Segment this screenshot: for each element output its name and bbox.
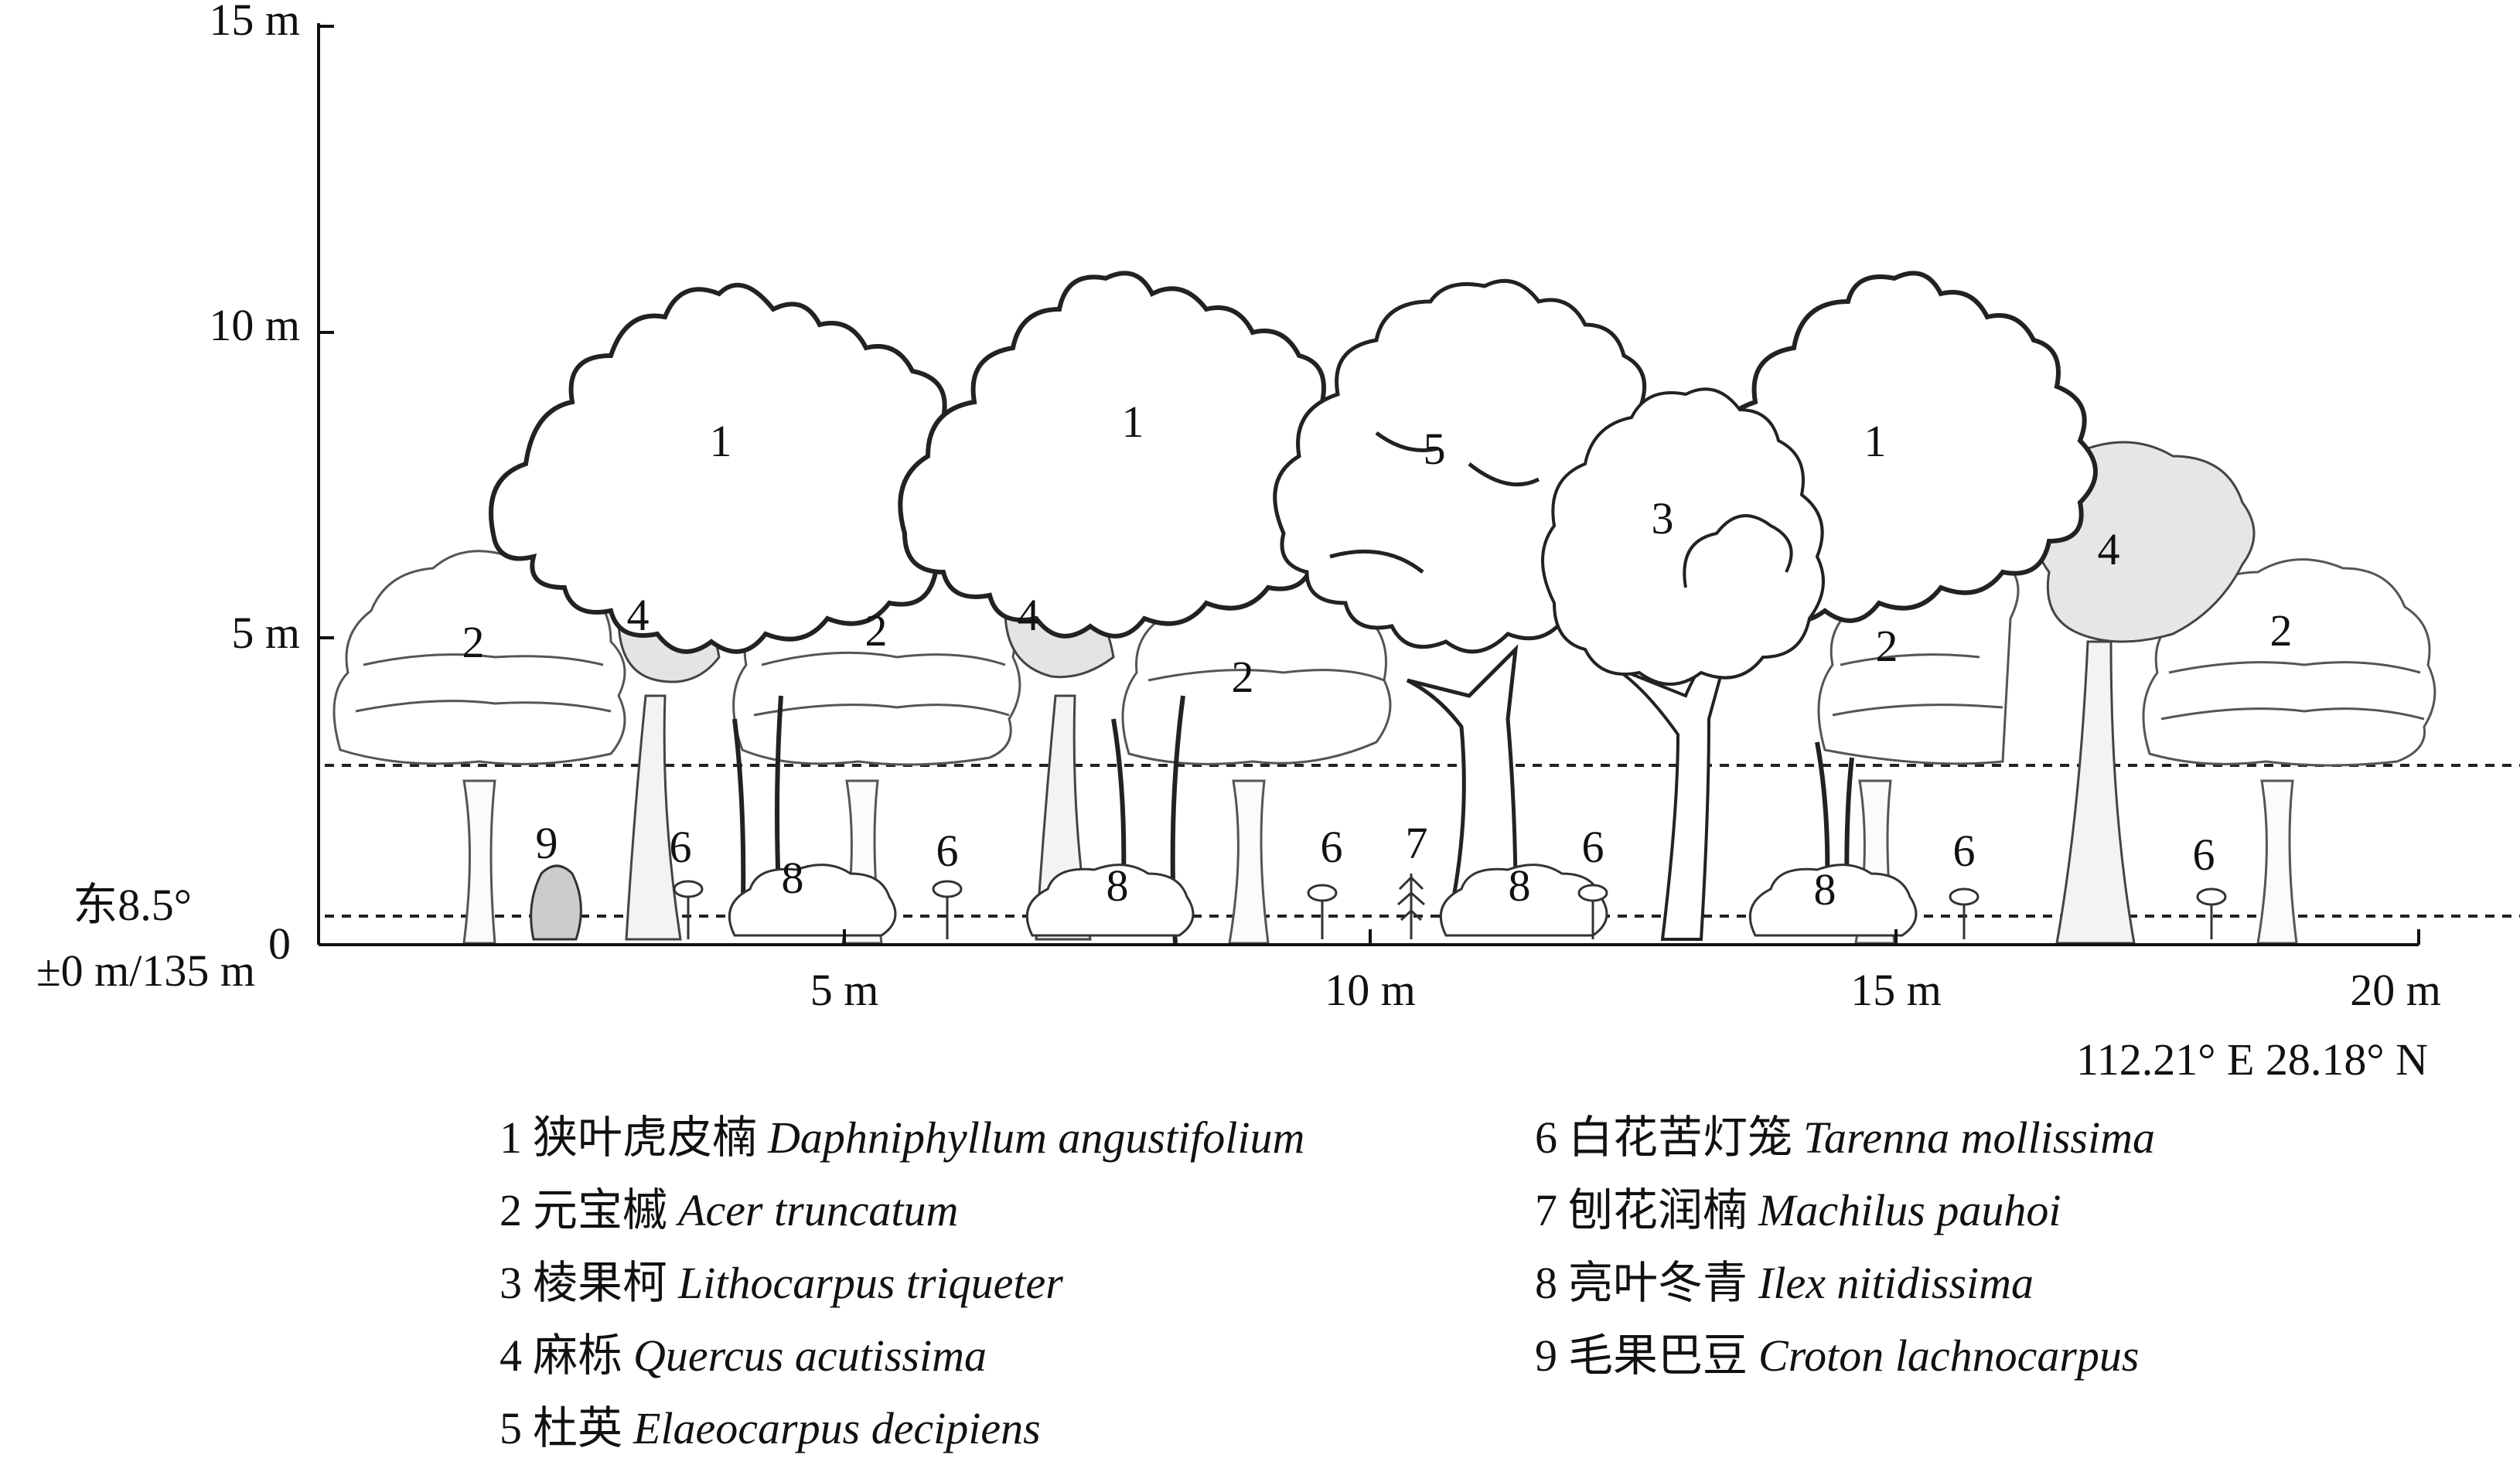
legend-latin-name: Quercus acutissima [633, 1330, 987, 1381]
shrub-machilus [1397, 874, 1425, 939]
tree-acer-1 [332, 550, 626, 945]
x-tick-label: 10 m [1325, 965, 1416, 1015]
legend-number: 2 [500, 1185, 522, 1235]
legend-number: 6 [1535, 1112, 1557, 1163]
legend-number: 3 [500, 1258, 522, 1308]
legend-chinese-name: 白花苦灯笼 [1568, 1112, 1793, 1163]
shrub-label: 8 [1107, 860, 1129, 911]
tree-daphniphyllum-1 [489, 282, 984, 936]
shrub-tarenna-3 [1307, 884, 1338, 939]
legend-latin-name: Daphniphyllum angustifolium [768, 1112, 1305, 1163]
x-tick-label: 15 m [1850, 965, 1942, 1015]
shrub-label: 6 [936, 826, 959, 876]
y-tick-label: 15 m [209, 0, 300, 45]
legend-latin-name: Acer truncatum [678, 1185, 959, 1235]
tree-label: 2 [2270, 605, 2293, 656]
legend-number: 1 [500, 1112, 522, 1163]
tree-label: 1 [1864, 416, 1887, 466]
shrub-ilex-1 [728, 864, 897, 937]
shrub-label: 7 [1406, 818, 1428, 868]
shrub-label: 8 [1814, 864, 1836, 915]
tree-label: 1 [1122, 397, 1144, 447]
y-tick-label: 5 m [231, 608, 300, 658]
legend-chinese-name: 刨花润楠 [1568, 1185, 1748, 1235]
shrub-label: 6 [2193, 830, 2215, 880]
shrub-label: 6 [1953, 826, 1976, 876]
tree-acer-5 [2142, 558, 2436, 945]
legend-chinese-name: 元宝槭 [533, 1185, 668, 1235]
shrub-ilex-4 [1748, 864, 1918, 937]
tree-label: 5 [1424, 424, 1446, 474]
legend-chinese-name: 亮叶冬青 [1568, 1258, 1748, 1308]
tree-label: 2 [1232, 652, 1254, 702]
shrub-label: 6 [670, 822, 692, 872]
legend-chinese-name: 棱果柯 [533, 1258, 668, 1308]
x-tick-label: 20 m [2350, 965, 2441, 1015]
tree-quercus-1-trunk [625, 694, 682, 941]
shrub-label: 6 [1582, 822, 1604, 872]
tree-labels: 1 1 1 2 2 2 2 2 3 4 4 4 5 6 6 6 6 6 6 7 … [462, 397, 2293, 915]
position-label: ±0 m/135 m [36, 945, 255, 996]
legend-chinese-name: 狭叶虎皮楠 [533, 1112, 758, 1163]
legend-number: 5 [500, 1403, 522, 1453]
coordinates-label: 112.21° E 28.18° N [2076, 1034, 2428, 1085]
shrub-tarenna-6 [2196, 888, 2227, 939]
legend-latin-name: Elaeocarpus decipiens [633, 1403, 1041, 1453]
shrub-ilex-2 [1025, 864, 1195, 937]
shrub-ilex-3 [1439, 864, 1608, 937]
legend-latin-name: Tarenna mollissima [1803, 1112, 2155, 1163]
shrub-label: 6 [1321, 822, 1343, 872]
tree-label: 2 [1876, 621, 1898, 671]
shrub-tarenna-group [673, 880, 2227, 939]
tree-label: 3 [1652, 493, 1674, 543]
shrub-label: 8 [1509, 860, 1531, 911]
legend-number: 7 [1535, 1185, 1557, 1235]
legend-number: 8 [1535, 1258, 1557, 1308]
tree-label: 2 [865, 605, 888, 656]
legend-latin-name: Machilus pauhoi [1758, 1185, 2061, 1235]
legend-latin-name: Lithocarpus triqueter [678, 1258, 1063, 1308]
shrub-label: 8 [782, 853, 804, 903]
shrub-label: 9 [536, 818, 558, 868]
y-tick-label: 0 [268, 918, 291, 969]
tree-label: 4 [2098, 524, 2120, 574]
shrub-croton [530, 864, 582, 941]
shrub-tarenna-4 [1577, 884, 1608, 939]
tree-label: 1 [710, 416, 732, 466]
shrub-tarenna-1 [673, 880, 704, 939]
legend-latin-name: Ilex nitidissima [1758, 1258, 2034, 1308]
tree-label: 2 [462, 617, 485, 667]
shrub-ilex-group [728, 864, 1918, 937]
legend-chinese-name: 杜英 [533, 1403, 623, 1453]
axis-labels: 15 m 10 m 5 m 0 5 m 10 m 15 m 20 m 东8.5°… [36, 0, 2441, 1085]
tree-label: 4 [1018, 590, 1040, 640]
tree-quercus-3-trunk [2055, 640, 2136, 945]
legend-number: 4 [500, 1330, 522, 1381]
legend-chinese-name: 麻栎 [533, 1330, 623, 1381]
shrub-tarenna-5 [1949, 888, 1980, 939]
axes [317, 23, 2420, 946]
aspect-label: 东8.5° [73, 880, 192, 930]
legend-chinese-name: 毛果巴豆 [1568, 1330, 1748, 1381]
tree-lithocarpus [1541, 387, 1825, 941]
legend-latin-name: Croton lachnocarpus [1758, 1330, 2140, 1381]
x-tick-label: 5 m [810, 965, 879, 1015]
y-tick-label: 10 m [209, 300, 300, 350]
shrub-tarenna-2 [932, 880, 963, 939]
tree-label: 4 [627, 590, 650, 640]
legend-number: 9 [1535, 1330, 1557, 1381]
